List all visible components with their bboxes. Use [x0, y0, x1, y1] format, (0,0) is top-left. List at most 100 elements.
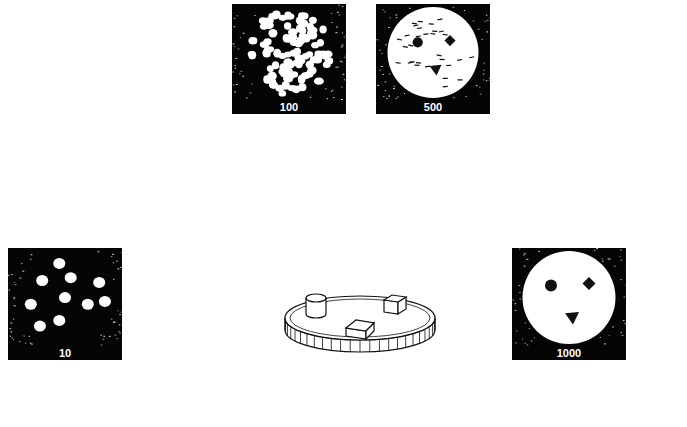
speckle — [14, 305, 16, 306]
speckle — [234, 46, 235, 47]
sample-dot — [34, 321, 46, 332]
speckle — [14, 282, 15, 283]
speckle — [112, 254, 114, 255]
speckle — [453, 7, 455, 8]
rim-tick — [322, 337, 323, 349]
speckle — [10, 322, 12, 323]
speckle — [622, 335, 624, 336]
speckle — [333, 97, 334, 98]
speckle — [234, 26, 236, 27]
speckle — [30, 343, 32, 344]
speckle — [515, 342, 516, 343]
speckle — [119, 332, 120, 333]
speckle — [234, 18, 236, 19]
view-panel: 100 — [232, 4, 346, 114]
sample-blob — [307, 66, 316, 74]
sample-blob — [311, 42, 319, 48]
speckle — [119, 324, 121, 325]
speckle — [476, 85, 478, 86]
speckle — [338, 5, 340, 6]
speckle — [519, 292, 521, 293]
speckle — [609, 335, 610, 336]
speckle — [382, 9, 383, 10]
speckle — [113, 322, 115, 323]
speckle — [342, 32, 343, 33]
rim-tick — [300, 331, 301, 343]
speckle — [519, 249, 520, 250]
sample-blob — [307, 28, 315, 37]
count-label: 1000 — [554, 347, 584, 360]
speckle — [518, 285, 520, 286]
speckle — [19, 341, 21, 342]
speckle — [483, 70, 484, 71]
sample-blob — [259, 17, 267, 24]
noise-dash — [469, 56, 474, 58]
cube-top — [384, 295, 406, 302]
rim-tick — [424, 329, 425, 341]
noise-dash — [408, 45, 413, 46]
speckle — [383, 96, 384, 97]
speckle — [515, 303, 517, 304]
rim-tick — [285, 318, 286, 330]
speckle — [623, 320, 625, 321]
sample-dot — [65, 272, 77, 283]
speckle — [8, 275, 9, 276]
speckle — [101, 344, 102, 345]
noise-dash — [432, 31, 437, 32]
speckle — [379, 70, 381, 71]
speckle — [336, 27, 338, 28]
speckle — [345, 56, 346, 57]
sample-blob — [298, 75, 305, 83]
sample-blob — [314, 77, 324, 84]
speckle — [513, 300, 515, 301]
speckle — [23, 335, 24, 336]
speckle — [341, 99, 343, 100]
sample-blob — [248, 51, 256, 59]
view-panel: 1000 — [512, 248, 626, 360]
speckle — [339, 14, 341, 15]
cube-blob — [444, 35, 455, 46]
sample-blob — [295, 60, 302, 68]
speckle — [524, 253, 526, 254]
speckle — [331, 13, 333, 14]
speckle — [238, 48, 240, 49]
speckle — [389, 74, 391, 75]
speckle — [234, 91, 236, 92]
speckle — [118, 331, 119, 332]
speckle — [117, 268, 119, 269]
speckle — [531, 340, 533, 341]
speckle — [109, 336, 111, 337]
sample-blob — [296, 24, 305, 33]
sample-dot — [36, 275, 48, 286]
speckle — [526, 259, 528, 260]
speckle — [121, 312, 122, 313]
speckle — [121, 252, 122, 253]
sample-blob — [279, 63, 287, 72]
speckle — [341, 86, 343, 87]
speckle-texture — [376, 7, 490, 99]
speckle — [384, 11, 385, 12]
speckle — [614, 266, 616, 267]
sample-blob — [275, 85, 284, 92]
speckle — [385, 82, 386, 83]
speckle — [22, 271, 24, 272]
speckle — [389, 96, 390, 97]
rim-tick — [388, 338, 389, 350]
speckle — [250, 92, 252, 93]
speckle — [522, 338, 523, 339]
rim-tick — [295, 329, 296, 341]
sample-blob — [293, 48, 301, 56]
speckle — [101, 335, 102, 336]
speckle — [395, 14, 397, 15]
speckle — [625, 323, 626, 324]
noise-dash — [425, 66, 430, 68]
sample-blob — [263, 38, 271, 45]
speckle — [10, 336, 11, 337]
cube-blob — [583, 277, 596, 290]
speckle — [21, 263, 23, 264]
speckle — [31, 254, 33, 255]
speckle — [626, 265, 627, 266]
noise-dash — [440, 59, 445, 60]
view-panel: 500 — [376, 4, 490, 114]
